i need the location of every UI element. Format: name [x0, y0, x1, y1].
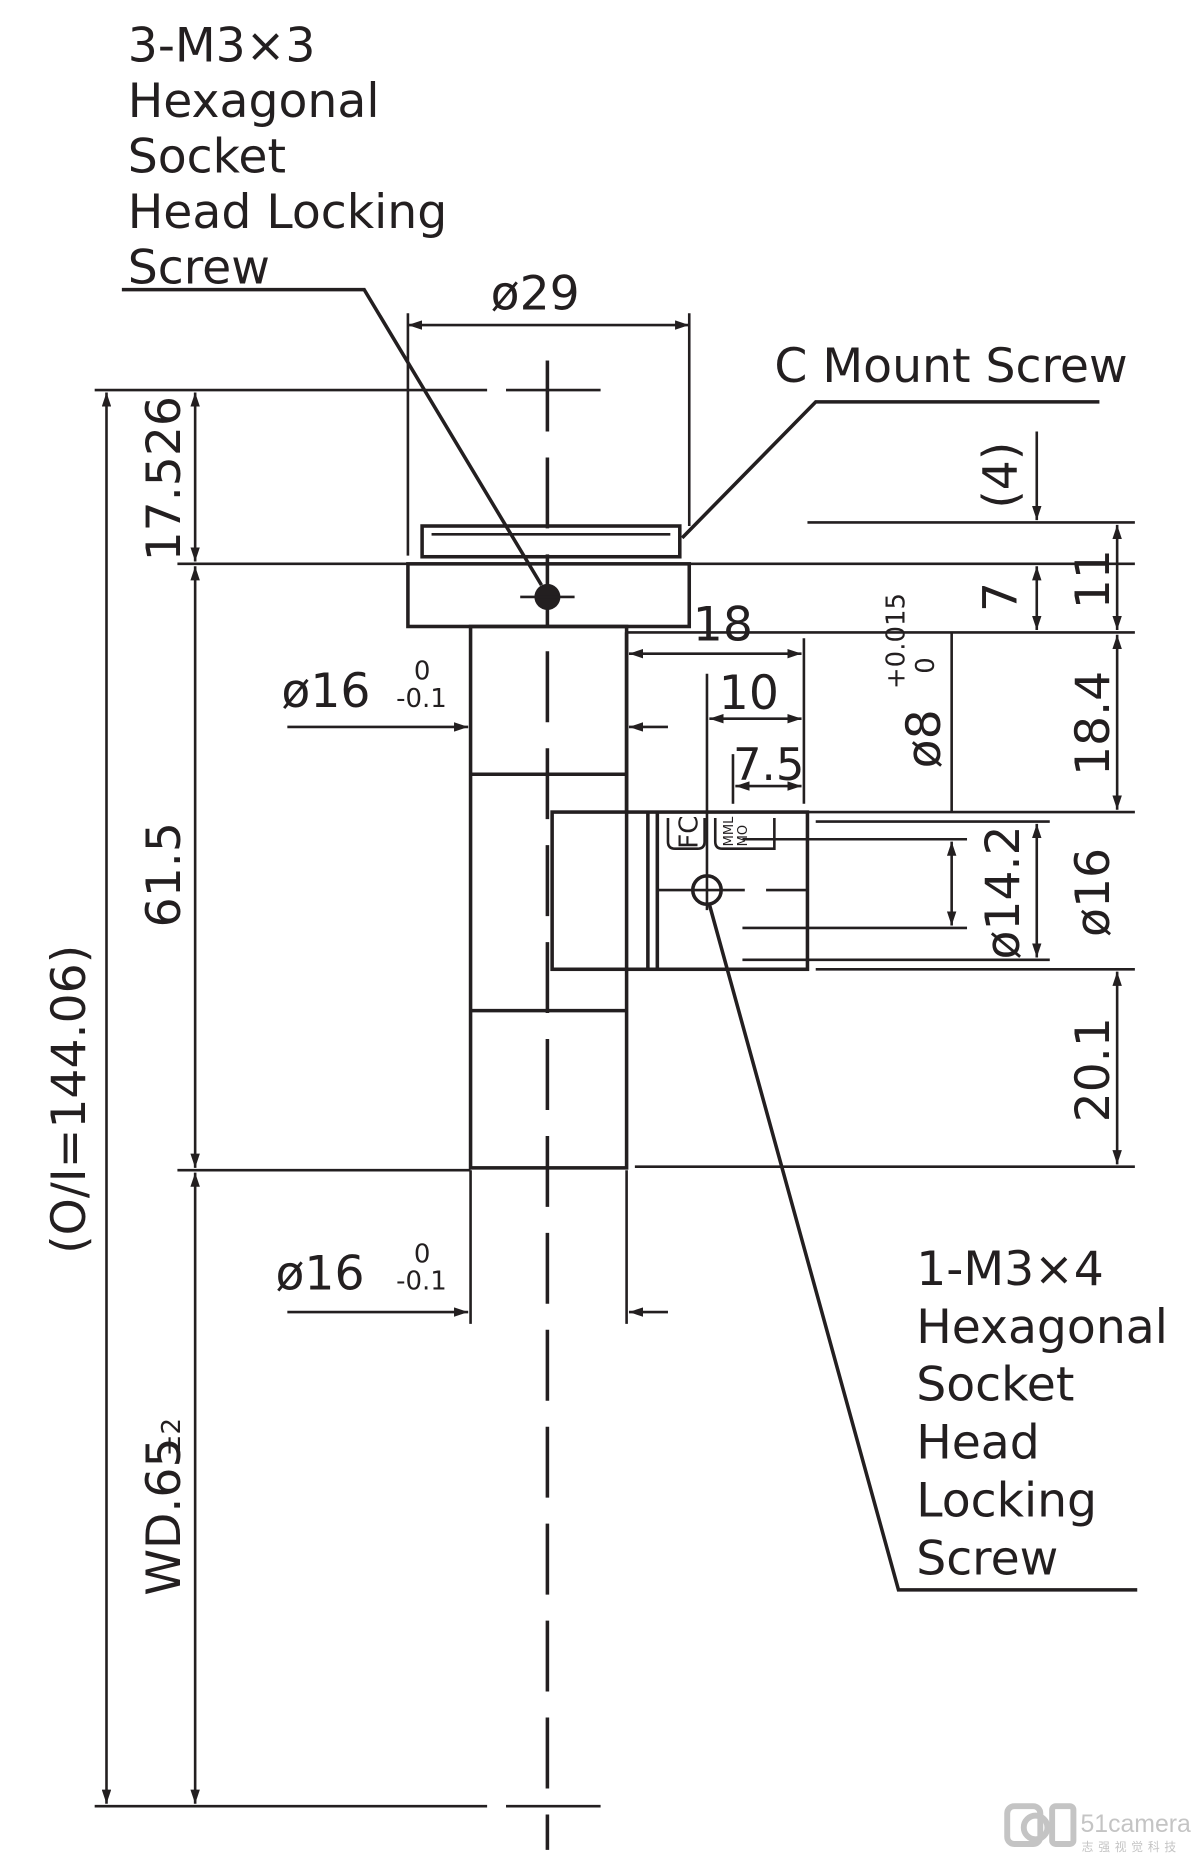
- shaft-tol-upper: +0.015: [881, 593, 911, 689]
- dim-20-1-label: 20.1: [1066, 1017, 1121, 1122]
- c-mount-callout: C Mount Screw: [774, 339, 1127, 394]
- lower-tol-lower: -0.1: [396, 1267, 447, 1297]
- lens-tube: [468, 624, 629, 1170]
- fc-label: FC: [675, 816, 705, 849]
- camera-logo-body: [1049, 1803, 1077, 1847]
- fc-label-box: [666, 817, 706, 851]
- callout-line: Locking: [916, 1474, 1097, 1529]
- lower-dia-value: ø16: [276, 1247, 365, 1302]
- mml-label-box: [713, 817, 776, 851]
- dim-16-upper-label: ø16 0 -0.1: [281, 657, 446, 719]
- callout-line: 3-M3×3: [128, 18, 316, 73]
- shaft-dia-value: ø8: [897, 709, 952, 768]
- mml-label: MML: [722, 816, 737, 846]
- callout-line: Socket: [916, 1358, 1074, 1413]
- mo-label: MO: [736, 825, 751, 846]
- top-callout-leader: [121, 287, 544, 587]
- upper-tol-lower: -0.1: [396, 684, 447, 714]
- dim-overall-label: (O/I=144.06): [42, 945, 97, 1254]
- callout-line: Head: [916, 1416, 1040, 1471]
- dim-18-4-label: 18.4: [1066, 671, 1121, 776]
- top-callout-text: 3-M3×3 Hexagonal Socket Head Locking Scr…: [128, 18, 447, 295]
- dim-14-2-label: ø14.2: [976, 825, 1031, 959]
- dim-16-lower-label: ø16 0 -0.1: [276, 1239, 447, 1301]
- dim-7-5-label: 7.5: [733, 738, 804, 791]
- dim-body-label: 61.5: [137, 822, 192, 927]
- watermark-brand: 51camera: [1081, 1811, 1192, 1838]
- dim-16-right-label: ø16: [1066, 848, 1121, 937]
- dim-wd-label: WD.65 ±2: [137, 1418, 192, 1596]
- bottom-callout-text: 1-M3×4 Hexagonal Socket Head Locking Scr…: [916, 1242, 1168, 1587]
- dim-29-label: ø29: [491, 267, 580, 322]
- lower-tol-upper: 0: [414, 1239, 431, 1269]
- callout-line: Screw: [128, 241, 270, 296]
- dim-flange-label: 17.526: [137, 396, 192, 561]
- upper-dia-value: ø16: [281, 664, 370, 719]
- watermark-logo: 51camera 志强视觉科技: [1004, 1803, 1192, 1854]
- callout-line: Screw: [916, 1531, 1058, 1586]
- c-mount-thread: [420, 524, 682, 559]
- callout-line: Socket: [128, 130, 286, 185]
- camera-logo-icon: [1004, 1803, 1044, 1847]
- dim-shaft-label: ø8 +0.015 0: [881, 593, 951, 768]
- callout-line: Hexagonal: [128, 74, 380, 129]
- dim-18-label: 18: [693, 598, 753, 653]
- watermark-subtitle: 志强视觉科技: [1082, 1840, 1181, 1854]
- upper-tol-upper: 0: [414, 657, 431, 687]
- wd-value: WD.65: [137, 1437, 192, 1595]
- callout-line: Hexagonal: [916, 1300, 1168, 1355]
- dim-10-label: 10: [719, 666, 779, 721]
- camera-logo-lens: [1020, 1812, 1051, 1843]
- dim-7-label: 7: [974, 582, 1029, 612]
- callout-line: Head Locking: [128, 185, 447, 240]
- c-mount-leader: [680, 400, 1100, 540]
- dim-11-label: 11: [1066, 549, 1121, 609]
- wd-tolerance: ±2: [157, 1418, 187, 1456]
- callout-line: 1-M3×4: [916, 1242, 1104, 1297]
- dim-4-label: (4): [974, 442, 1029, 509]
- bottom-callout-leader: [707, 903, 1138, 1592]
- shaft-tol-lower: 0: [911, 657, 941, 674]
